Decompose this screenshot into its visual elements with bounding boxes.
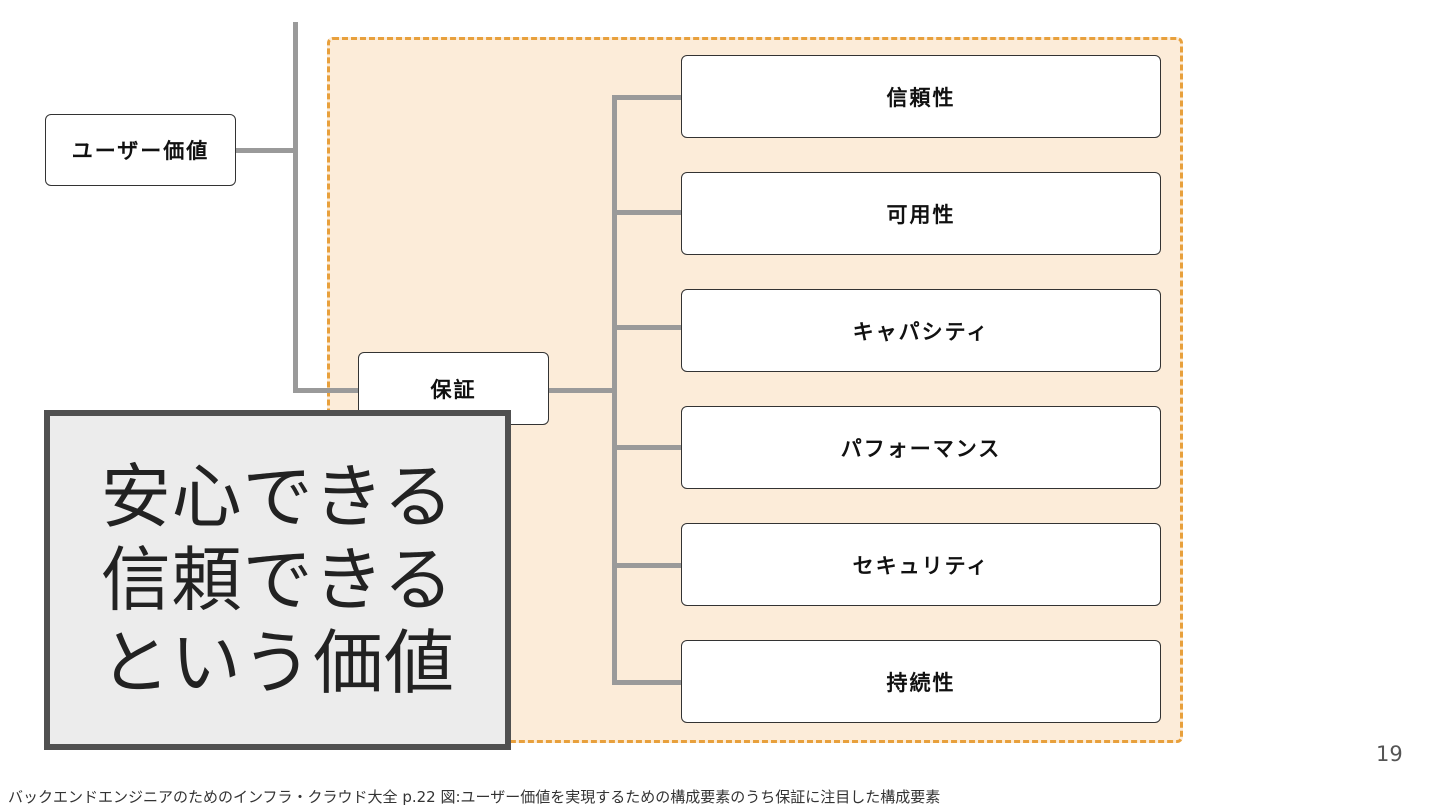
branch-connector	[612, 680, 682, 685]
user-value-node: ユーザー価値	[45, 114, 236, 186]
capacity-node: キャパシティ	[681, 289, 1161, 372]
assurance-connector	[293, 388, 359, 393]
performance-node: パフォーマンス	[681, 406, 1161, 489]
root-connector	[236, 148, 298, 153]
trunk-line	[293, 22, 298, 393]
assurance-out-connector	[548, 388, 616, 393]
branch-connector	[612, 445, 682, 450]
branch-connector	[612, 563, 682, 568]
security-node: セキュリティ	[681, 523, 1161, 606]
callout-line: 安心できる	[100, 455, 455, 538]
reliability-node: 信頼性	[681, 55, 1161, 138]
callout-line: 信頼できる	[100, 538, 455, 621]
branch-connector	[612, 95, 682, 100]
source-caption: バックエンドエンジニアのためのインフラ・クラウド大全 p.22 図:ユーザー価値…	[8, 788, 941, 806]
branch-line	[612, 95, 617, 685]
branch-connector	[612, 210, 682, 215]
availability-node: 可用性	[681, 172, 1161, 255]
branch-connector	[612, 325, 682, 330]
callout-box: 安心できる 信頼できる という価値	[44, 410, 511, 750]
callout-line: という価値	[100, 621, 455, 704]
page-number: 19	[1376, 742, 1403, 766]
sustainability-node: 持続性	[681, 640, 1161, 723]
